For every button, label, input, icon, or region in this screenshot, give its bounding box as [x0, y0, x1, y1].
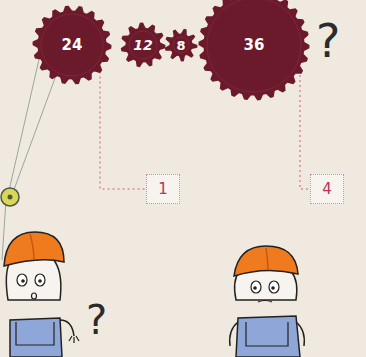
left-worker [4, 232, 79, 357]
gear-ring [129, 31, 157, 59]
tooth-count: 12 [133, 37, 152, 53]
question-mark: ? [316, 18, 340, 64]
cord [8, 55, 40, 195]
gear-ring [41, 14, 103, 76]
cord [12, 70, 58, 195]
gear-ring [207, 0, 301, 92]
callout-number: 4 [322, 180, 332, 198]
gear-teeth [165, 29, 198, 62]
gear: 24 [32, 5, 112, 85]
tooth-count: 36 [244, 36, 265, 54]
gear: 12 [120, 22, 166, 68]
leader-line [100, 72, 146, 189]
cord [2, 200, 6, 260]
gear-ring [173, 37, 189, 53]
callout-box: 4 [310, 174, 344, 204]
question-mark: ? [86, 300, 107, 340]
gear-teeth [199, 0, 310, 100]
gear-teeth [121, 23, 166, 68]
right-worker [230, 246, 305, 357]
pulley-hub [8, 195, 13, 200]
tooth-count: 8 [176, 38, 185, 53]
leader-line [300, 75, 310, 189]
pulley [1, 188, 19, 206]
gear-teeth [33, 6, 112, 85]
gear: 36 [198, 0, 310, 101]
callout-box: 1 [146, 174, 180, 204]
callout-number: 1 [158, 180, 168, 198]
gear: 8 [164, 28, 198, 62]
tooth-count: 24 [62, 36, 83, 54]
